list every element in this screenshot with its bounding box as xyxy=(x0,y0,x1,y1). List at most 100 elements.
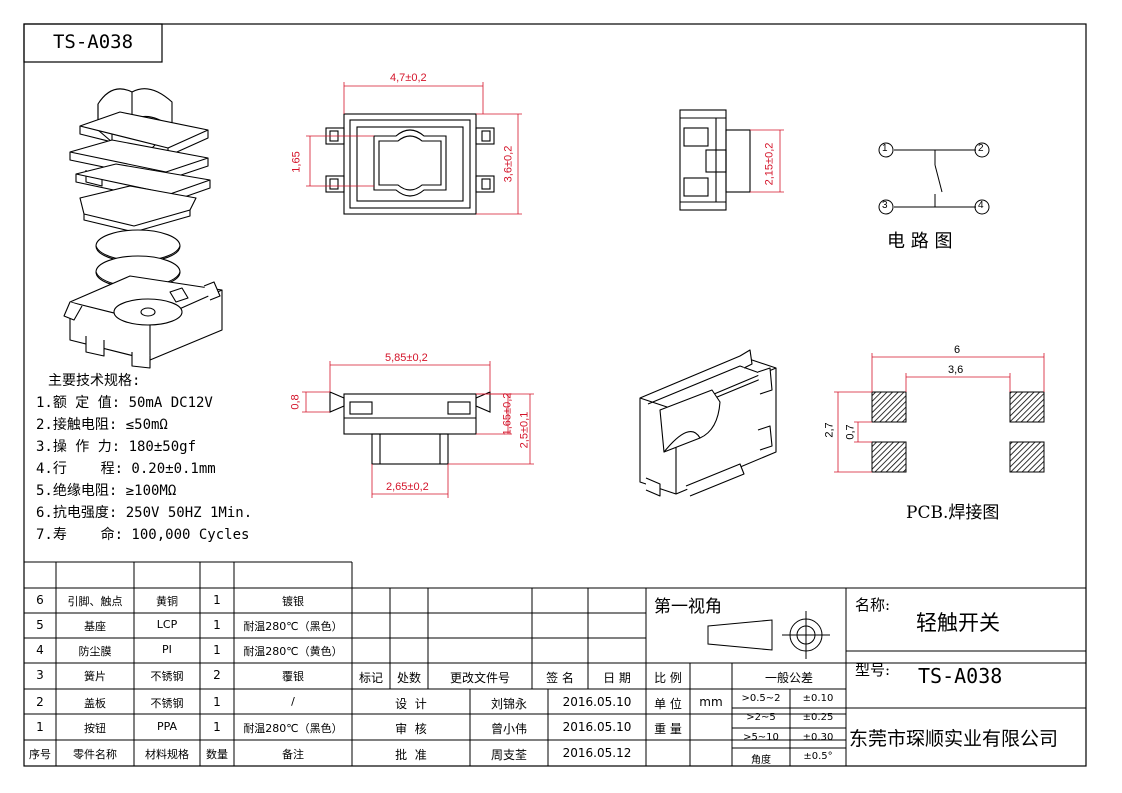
tol-range-4: 角度 xyxy=(751,755,771,766)
bom-no: 1 xyxy=(36,720,44,734)
dim-side-height: 2,15±0,2 xyxy=(763,142,776,186)
bom-no: 3 xyxy=(36,668,44,682)
bom-name: 盖板 xyxy=(84,697,106,710)
pcb-title: PCB.焊接图 xyxy=(906,503,1000,523)
spec-line-5: 5.绝缘电阻: ≥100MΩ xyxy=(36,483,177,499)
specs-heading: 主要技术规格: xyxy=(48,373,141,389)
circuit-pin-1: 1 xyxy=(882,143,888,154)
circuit-pin-4: 4 xyxy=(978,200,984,211)
tolerance-title: 一般公差 xyxy=(764,671,813,685)
circuit-diagram xyxy=(878,142,990,215)
company-name: 东莞市琛顺实业有限公司 xyxy=(849,728,1059,750)
spec-line-3: 3.操 作 力: 180±50gf xyxy=(36,439,197,455)
front-view-dims xyxy=(302,361,534,498)
dim-pcb-inner: 3,6 xyxy=(948,364,964,376)
bom-no: 2 xyxy=(36,695,44,709)
bom-header-no: 序号 xyxy=(29,748,51,761)
tol-value-2: ±0.25 xyxy=(802,712,834,723)
model-label: 型号: xyxy=(855,661,891,679)
role-design-date: 2016.05.10 xyxy=(562,695,632,709)
spec-line-2: 2.接触电阻: ≤50mΩ xyxy=(36,417,168,433)
dim-front-h2: 2,5±0,1 xyxy=(518,411,531,449)
circuit-pin-3: 3 xyxy=(882,200,888,211)
spec-line-7: 7.寿 命: 100,000 Cycles xyxy=(36,527,250,543)
pcb-pad xyxy=(871,391,907,423)
spec-line-1: 1.额 定 值: 50mA DC12V xyxy=(36,395,213,411)
bom-header-note: 备注 xyxy=(282,748,304,761)
unit-value: mm xyxy=(699,695,723,709)
bom-qty: 1 xyxy=(213,618,221,632)
pcb-pad xyxy=(871,441,907,473)
top-view xyxy=(325,113,495,215)
pcb-pad xyxy=(1009,441,1045,473)
spec-line-4: 4.行 程: 0.20±0.1mm xyxy=(36,461,216,477)
role-approve: 批 准 xyxy=(395,748,427,762)
dim-pcb-total: 6 xyxy=(954,344,961,356)
name-value: 轻触开关 xyxy=(916,611,1000,635)
circuit-title: 电 路 图 xyxy=(887,231,953,252)
spec-line-6: 6.抗电强度: 250V 50HZ 1Min. xyxy=(36,505,253,521)
dim-top-width: 4,7±0,2 xyxy=(390,72,427,84)
pcb-pad xyxy=(1009,391,1045,423)
bom-header-qty: 数量 xyxy=(206,748,228,761)
role-design: 设 计 xyxy=(395,697,427,711)
part-number-tag-box xyxy=(23,23,163,63)
part-number-tag: TS-A038 xyxy=(52,31,134,53)
tol-value-1: ±0.10 xyxy=(802,693,834,704)
bom-material: PI xyxy=(162,643,172,656)
bom-header-name: 零件名称 xyxy=(73,748,117,761)
bom-header-material: 材料规格 xyxy=(145,748,189,761)
bom-material: PPA xyxy=(156,720,178,733)
role-review-date: 2016.05.10 xyxy=(562,720,632,734)
side-view-dims xyxy=(750,129,784,193)
bom-no: 5 xyxy=(36,618,44,632)
dim-front-width: 5,85±0,2 xyxy=(385,352,428,364)
bom-material: 不锈钢 xyxy=(150,697,184,710)
rev-header-doc: 更改文件号 xyxy=(449,671,510,685)
bom-no: 4 xyxy=(36,643,44,657)
bom-table-grid xyxy=(24,561,1086,766)
bom-note: 镀银 xyxy=(282,595,304,608)
dim-top-height: 3,6±0,2 xyxy=(502,145,515,183)
drawing-border xyxy=(23,23,1087,767)
front-view xyxy=(329,391,491,465)
model-value: TS-A038 xyxy=(918,664,1003,688)
bom-material: LCP xyxy=(156,618,178,631)
first-angle-symbol xyxy=(707,611,830,659)
unit-label: 单 位 xyxy=(654,697,682,711)
bom-note: 耐温280℃（黑色） xyxy=(243,620,343,633)
dim-pcb-pad: 0,7 xyxy=(844,424,857,440)
bom-note: / xyxy=(291,695,295,708)
exploded-view xyxy=(63,88,223,369)
tol-range-2: >2~5 xyxy=(746,712,776,723)
scale-label: 比 例 xyxy=(654,671,682,685)
role-approve-name: 周支荃 xyxy=(490,748,527,762)
bom-no: 6 xyxy=(36,593,44,607)
dim-front-stem: 2,65±0,2 xyxy=(386,481,429,493)
side-view xyxy=(679,109,751,211)
role-review-name: 曾小伟 xyxy=(490,722,527,736)
rev-header-sign: 签 名 xyxy=(546,671,574,685)
bom-qty: 1 xyxy=(213,720,221,734)
tol-range-1: >0.5~2 xyxy=(741,693,781,704)
name-label: 名称: xyxy=(855,596,891,614)
role-design-name: 刘锦永 xyxy=(490,697,527,711)
bom-name: 防尘膜 xyxy=(78,645,112,658)
dim-pcb-height: 2,7 xyxy=(823,422,836,438)
bom-qty: 2 xyxy=(213,668,221,682)
rev-header-count: 处数 xyxy=(396,671,421,685)
circuit-pin-2: 2 xyxy=(978,143,984,154)
bom-material: 黄铜 xyxy=(156,595,178,608)
tol-value-4: ±0.5° xyxy=(803,751,833,762)
bom-note: 耐温280℃（黄色） xyxy=(243,645,343,658)
bom-name: 引脚、触点 xyxy=(67,595,123,608)
rev-header-mark: 标记 xyxy=(358,671,383,685)
bom-note: 覆银 xyxy=(282,670,304,683)
bom-qty: 1 xyxy=(213,695,221,709)
role-approve-date: 2016.05.12 xyxy=(562,746,632,760)
bom-name: 簧片 xyxy=(84,670,106,683)
bom-qty: 1 xyxy=(213,593,221,607)
dim-front-h1: 1,65±0,2 xyxy=(501,392,514,436)
tol-value-3: ±0.30 xyxy=(802,732,834,743)
